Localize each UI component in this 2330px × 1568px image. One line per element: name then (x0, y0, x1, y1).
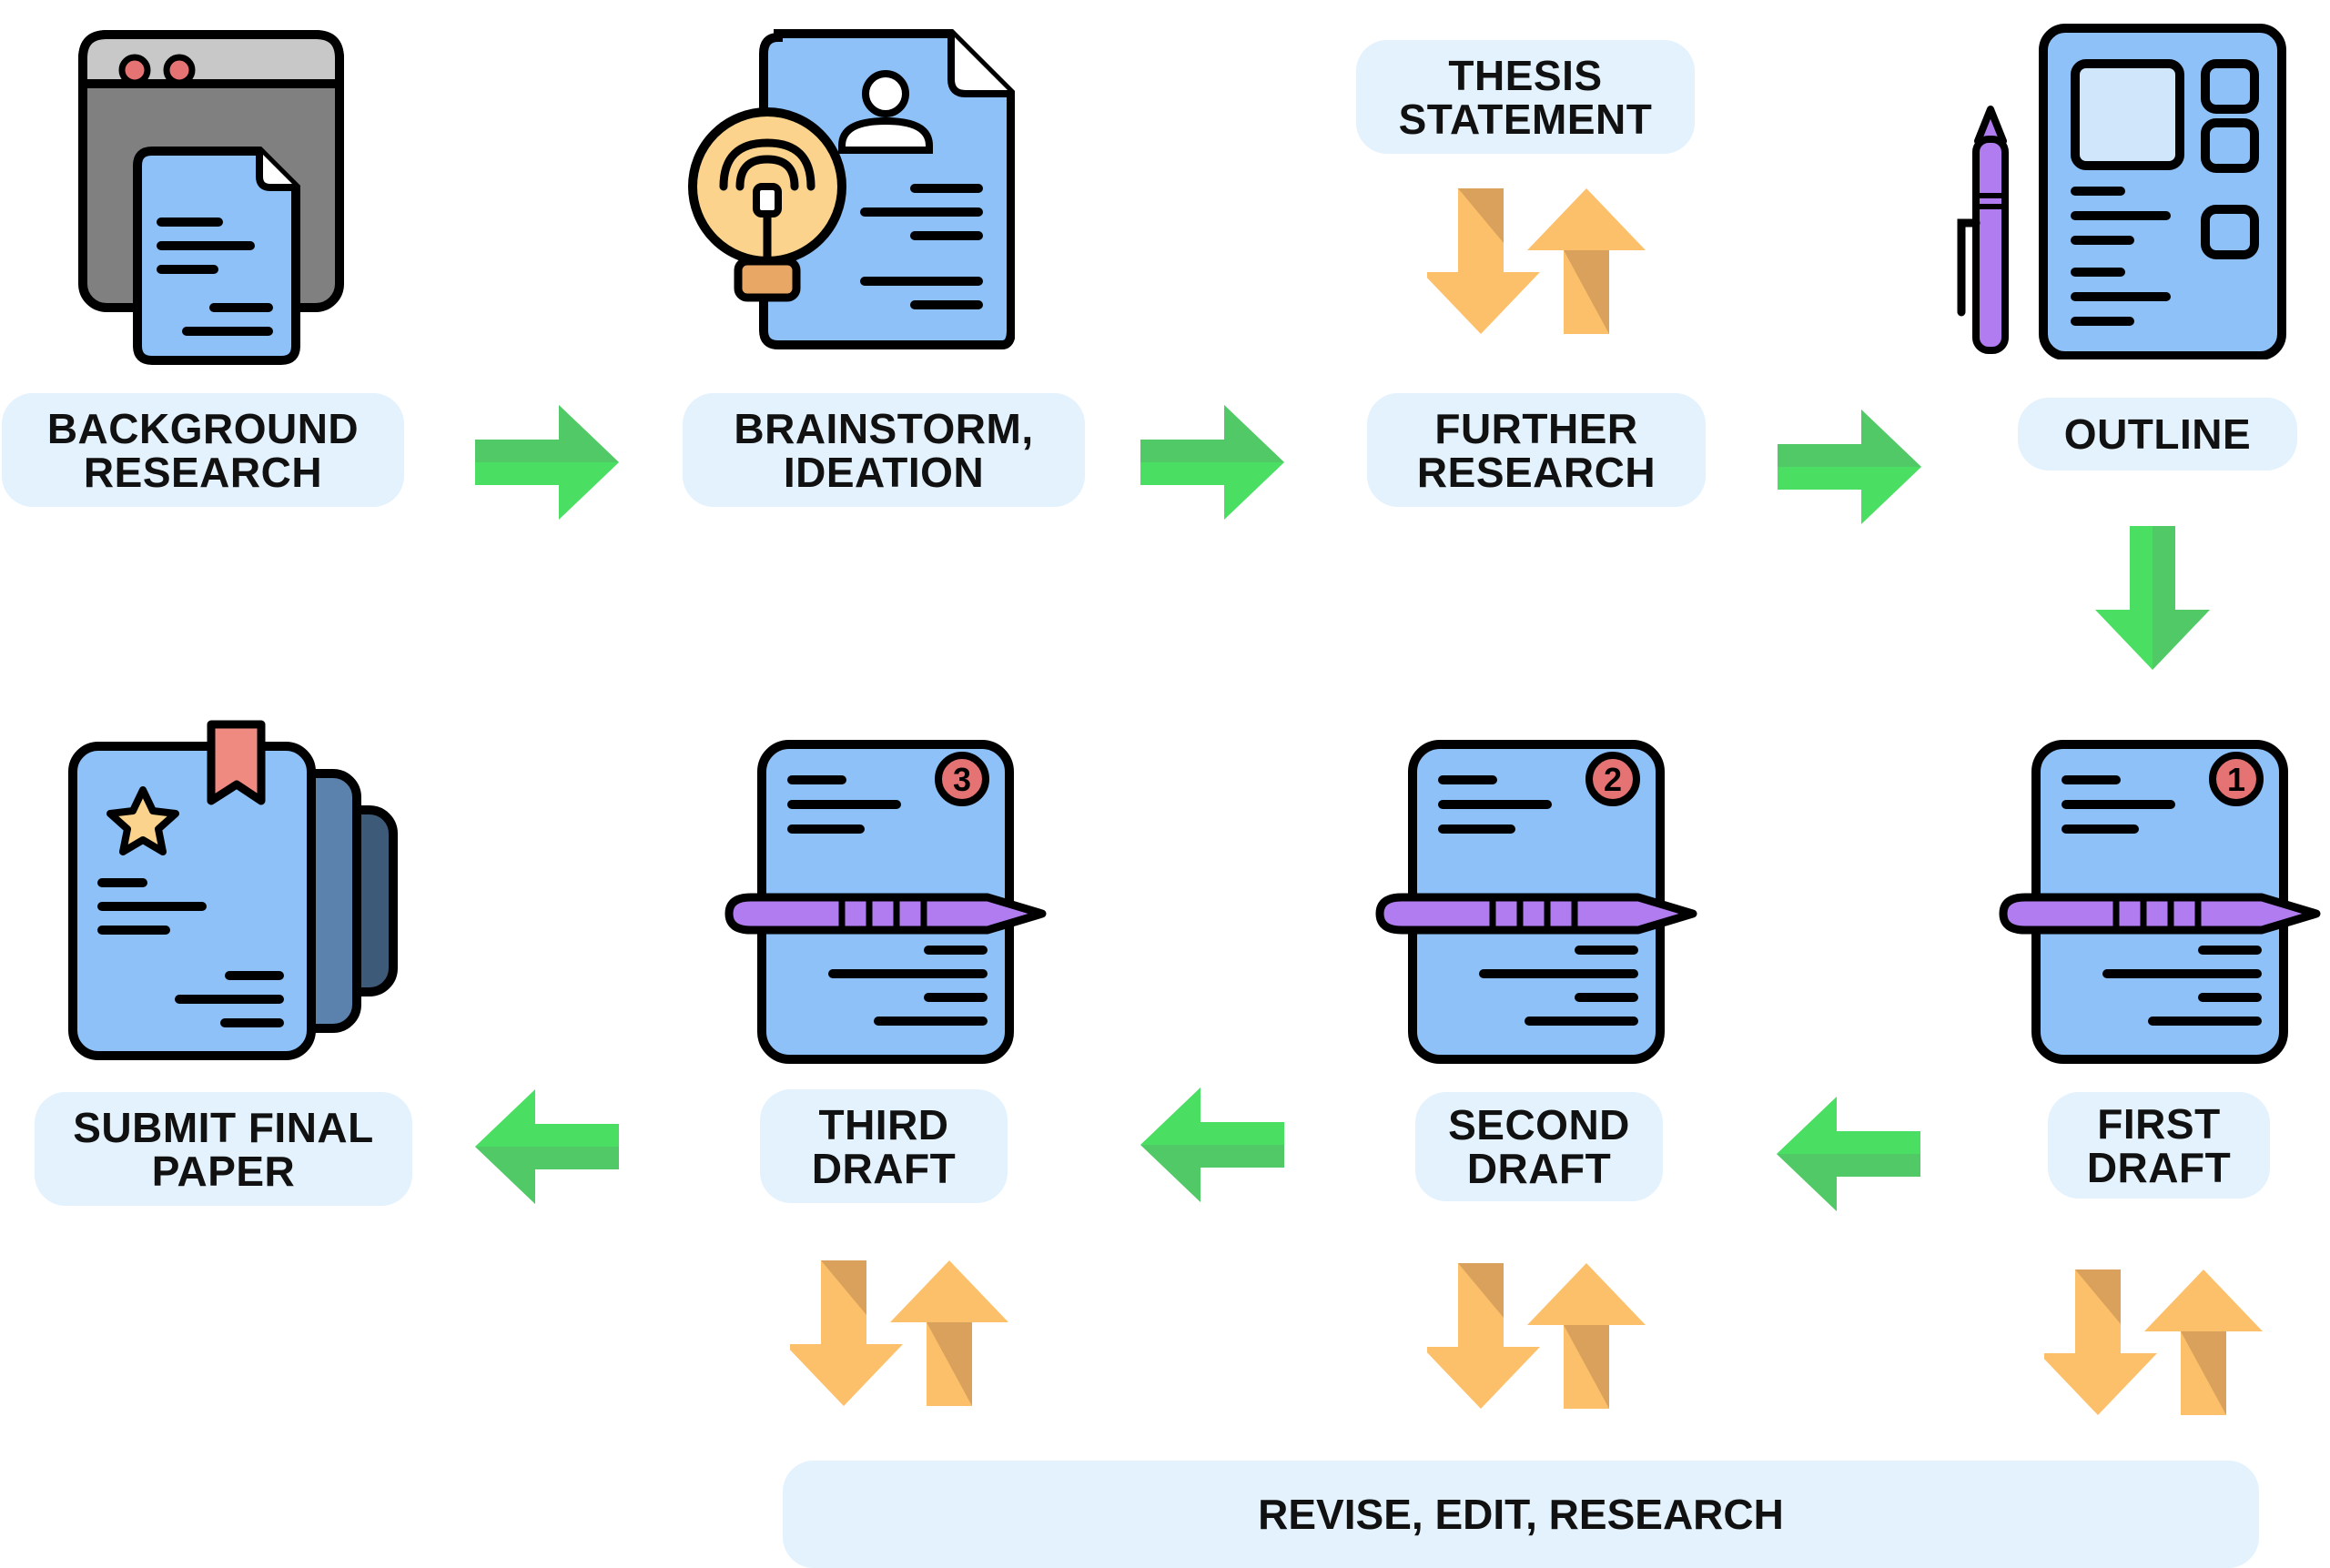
step-label-line: FIRST (2097, 1099, 2221, 1148)
step-label-line: RESEARCH (83, 448, 323, 496)
step-background-research: BACKGROUND RESEARCH (2, 393, 404, 507)
draft-badge-number: 2 (1604, 761, 1622, 798)
step-label-line: DRAFT (2086, 1143, 2232, 1191)
third-draft-document-icon: 3 (724, 740, 1047, 1064)
arrow-right-icon (475, 405, 619, 520)
arrow-left-icon (475, 1089, 619, 1204)
step-label-line: BRAINSTORM, (734, 404, 1034, 452)
arrow-left-icon (1140, 1087, 1284, 1202)
step-brainstorm-ideation: BRAINSTORM, IDEATION (683, 393, 1085, 507)
draft-badge-number: 1 (2227, 761, 2245, 798)
step-outline: OUTLINE (2018, 398, 2297, 470)
step-label-line: STATEMENT (1398, 95, 1653, 143)
step-thesis-statement: THESIS STATEMENT (1356, 40, 1695, 154)
draft-badge-number: 3 (953, 761, 971, 798)
arrow-left-icon (1777, 1097, 1920, 1211)
step-further-research: FURTHER RESEARCH (1367, 393, 1706, 507)
step-label-line: PAPER (151, 1147, 296, 1195)
step-label-line: DRAFT (811, 1144, 957, 1192)
step-label-line: SECOND (1448, 1101, 1630, 1148)
final-paper-star-icon (68, 720, 398, 1060)
step-first-draft: FIRST DRAFT (2048, 1092, 2270, 1199)
second-draft-document-icon: 2 (1375, 740, 1697, 1064)
arrow-right-icon (1778, 410, 1921, 524)
arrow-down-icon (2095, 526, 2210, 670)
swap-up-down-icon (1427, 188, 1646, 334)
browser-document-icon (78, 30, 344, 365)
step-third-draft: THIRD DRAFT (760, 1089, 1008, 1203)
revise-label: REVISE, EDIT, RESEARCH (1258, 1491, 1784, 1538)
arrow-right-icon (1140, 405, 1284, 520)
swap-up-down-icon (790, 1260, 1008, 1406)
first-draft-document-icon: 1 (1999, 740, 2321, 1064)
step-label-line: IDEATION (783, 448, 985, 496)
step-label-line: DRAFT (1466, 1145, 1612, 1192)
step-label-line: BACKGROUND (46, 404, 360, 452)
step-submit-final-paper: SUBMIT FINAL PAPER (35, 1092, 412, 1206)
swap-up-down-icon (2044, 1270, 2263, 1415)
step-label-line: SUBMIT FINAL (73, 1103, 374, 1151)
swap-up-down-icon (1427, 1263, 1646, 1409)
step-label-line: THESIS (1448, 51, 1603, 99)
revise-edit-research-bar: REVISE, EDIT, RESEARCH (783, 1461, 2259, 1568)
step-second-draft: SECOND DRAFT (1415, 1092, 1663, 1201)
step-label-line: OUTLINE (2063, 410, 2252, 458)
step-label-line: THIRD (818, 1100, 949, 1148)
lightbulb-document-icon (688, 29, 1015, 349)
outline-tablet-pen-icon (1957, 24, 2286, 359)
step-label-line: FURTHER (1434, 404, 1638, 452)
step-label-line: RESEARCH (1416, 448, 1656, 496)
